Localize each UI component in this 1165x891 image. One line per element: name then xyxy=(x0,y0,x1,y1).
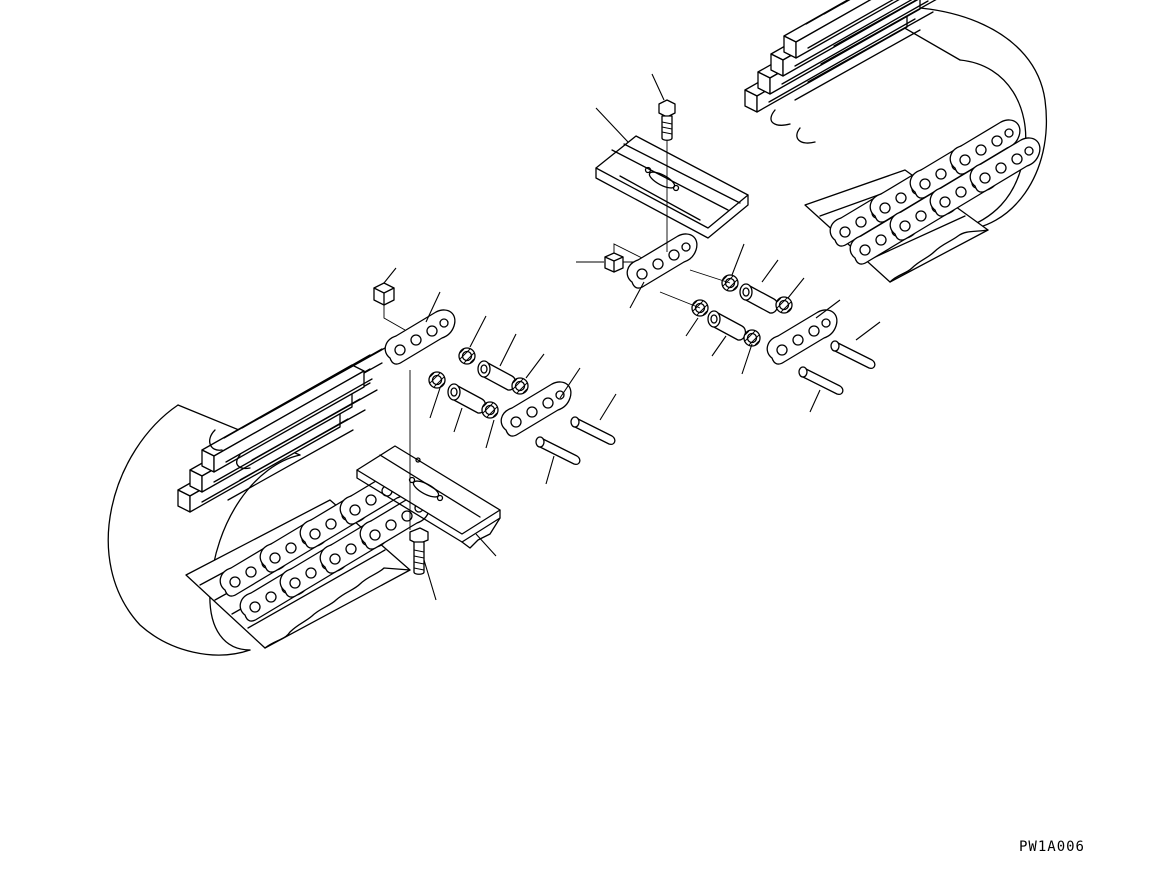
right-link-plate-2 xyxy=(766,309,838,365)
right-seal-lower-2 xyxy=(743,329,761,347)
right-pin-upper xyxy=(830,340,876,370)
left-shoe-plate xyxy=(357,446,500,548)
left-bushing-upper xyxy=(477,360,517,391)
left-track-loop xyxy=(108,405,250,655)
left-pin-upper xyxy=(570,416,616,446)
right-track-loop xyxy=(870,7,1046,230)
right-link-plate xyxy=(626,233,698,289)
right-shoe-bolt xyxy=(659,100,675,140)
right-shoe-nut xyxy=(605,253,623,272)
left-seal-upper xyxy=(458,347,476,365)
left-exploded-parts xyxy=(357,283,616,574)
left-track-assembly xyxy=(108,342,430,655)
left-shoe-bolt xyxy=(410,528,428,574)
left-seal-lower xyxy=(428,371,446,389)
leader-lines xyxy=(384,74,880,600)
left-shoe-nut xyxy=(374,283,394,305)
right-exploded-parts xyxy=(596,100,876,396)
left-pin-lower xyxy=(535,436,581,466)
left-bushing-lower xyxy=(447,383,487,414)
left-link-plate xyxy=(384,309,456,365)
left-track-top-shoes xyxy=(177,342,395,513)
right-pin-lower xyxy=(798,366,844,396)
figure-reference-code: PW1A006 xyxy=(1018,839,1085,855)
right-bushing-lower xyxy=(707,310,747,341)
right-seal-upper-2 xyxy=(775,296,793,314)
right-track-assembly xyxy=(744,0,1046,282)
right-bushing-upper xyxy=(739,283,779,314)
right-shoe-plate xyxy=(596,136,748,238)
left-seal-upper-2 xyxy=(511,377,529,395)
left-seal-lower-2 xyxy=(481,401,499,419)
right-track-top-shoes xyxy=(744,0,977,113)
